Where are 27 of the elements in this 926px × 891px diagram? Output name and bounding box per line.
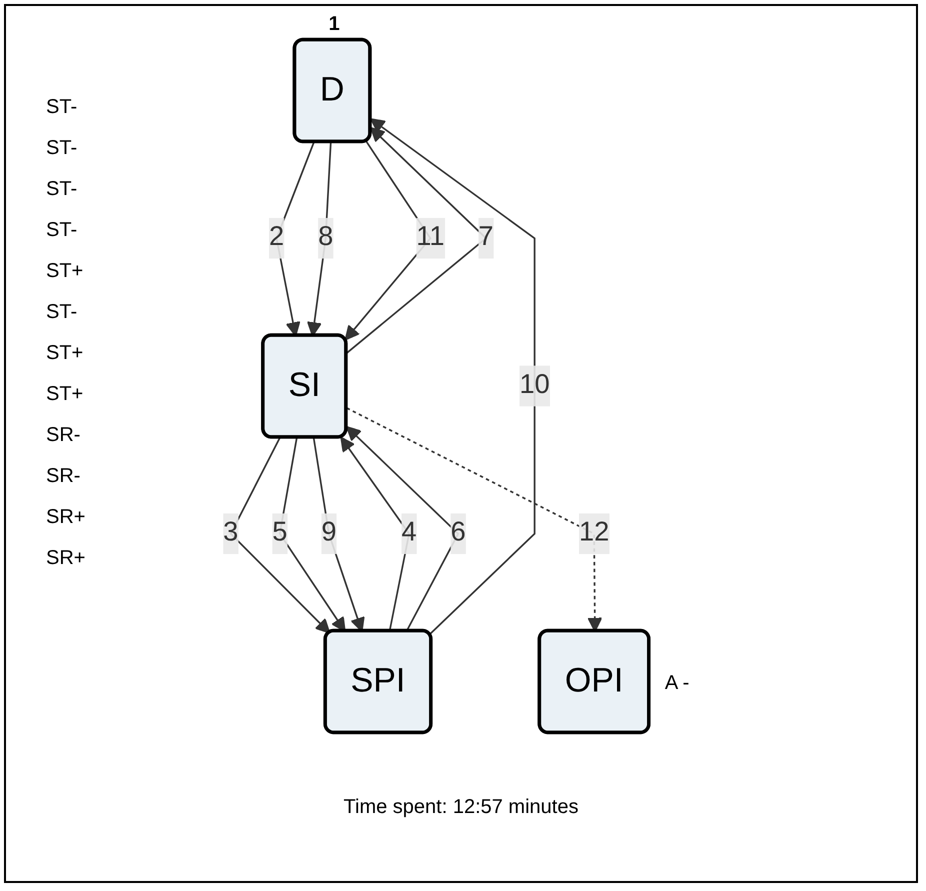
note-text: SR+ <box>46 506 86 529</box>
note-text: ST- <box>46 301 78 324</box>
note-text: SR- <box>46 465 82 488</box>
edge-label: 3 <box>223 518 238 548</box>
note-text: SR+ <box>46 547 86 570</box>
note-text: ST- <box>46 96 78 119</box>
node-note: 1 <box>328 12 340 36</box>
note-text: ST- <box>46 178 78 201</box>
note-text: ST+ <box>46 383 84 406</box>
note-text: ST- <box>46 219 78 242</box>
note-text: ST+ <box>46 260 84 283</box>
edge-label: 10 <box>519 370 550 400</box>
edge-label: 12 <box>578 518 610 548</box>
node-note: A - <box>664 672 690 695</box>
note-text: ST+ <box>46 342 84 365</box>
note-text: SR- <box>46 424 82 447</box>
edge-label: 9 <box>321 518 336 548</box>
edge-label: 11 <box>416 222 444 252</box>
edge-label: 6 <box>450 518 466 548</box>
edge-label: 8 <box>318 222 334 252</box>
edge-label: 2 <box>269 222 284 252</box>
edge-label: 4 <box>402 518 417 548</box>
caption: Time spent: 12:57 minutes <box>342 796 580 819</box>
arrow <box>370 118 536 635</box>
edge-label: 7 <box>478 222 494 252</box>
note-text: ST- <box>46 137 78 160</box>
edge-label: 5 <box>272 518 288 548</box>
